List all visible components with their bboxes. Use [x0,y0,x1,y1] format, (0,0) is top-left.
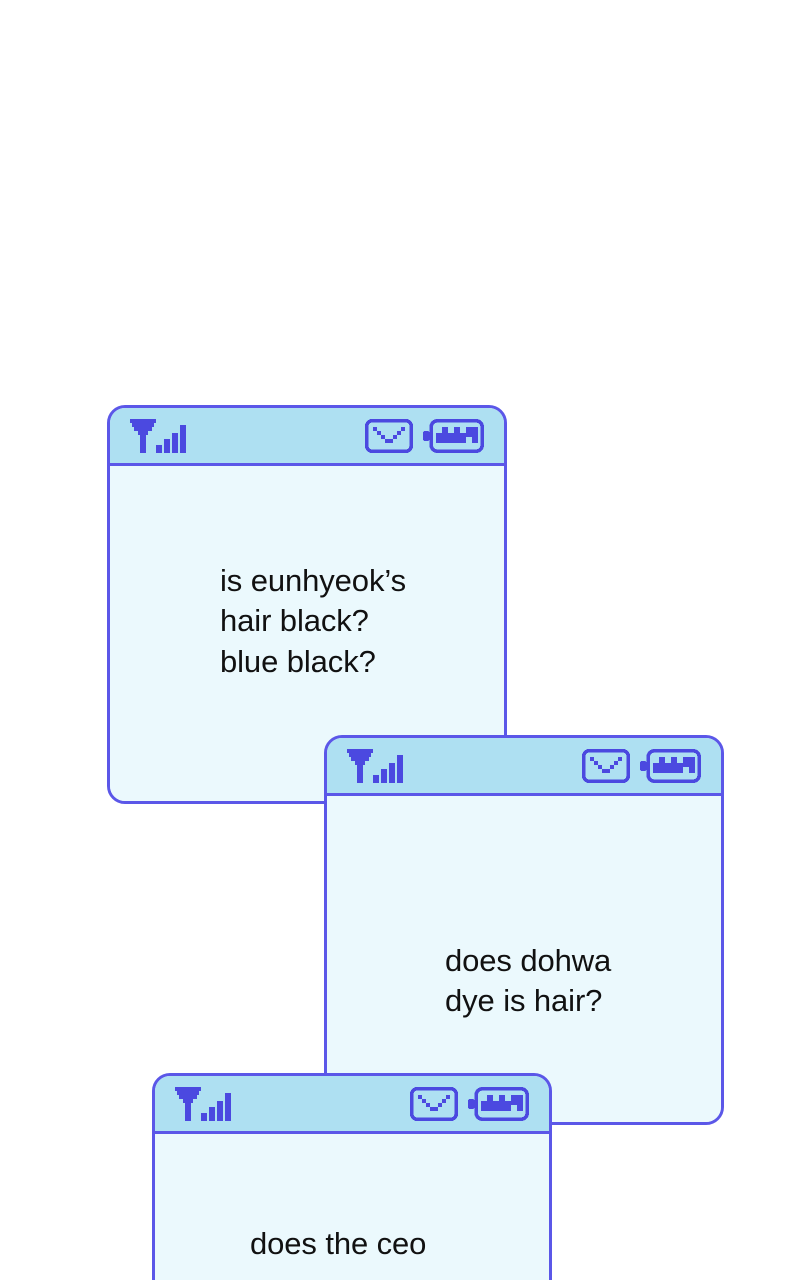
message-text: does the ceo [250,1226,427,1261]
signal-icon [130,418,186,453]
message-text: does dohwa dye is hair? [445,943,612,1019]
status-bar [110,408,504,466]
envelope-icon [365,418,413,453]
status-bar [155,1076,549,1134]
envelope-icon [582,748,630,783]
battery-icon [423,418,484,453]
message-screen: does the ceo [155,1134,549,1280]
battery-icon [640,748,701,783]
envelope-icon [410,1086,458,1121]
battery-icon [468,1086,529,1121]
message-window-1[interactable]: is eunhyeok’s hair black? blue black? [107,405,507,804]
message-screen: does dohwa dye is hair? [327,796,721,1122]
message-window-2[interactable]: does dohwa dye is hair? [324,735,724,1125]
message-window-3[interactable]: does the ceo [152,1073,552,1280]
status-bar [327,738,721,796]
status-bar-right [582,748,701,783]
status-bar-left [175,1086,241,1121]
status-bar-right [365,418,484,453]
message-text: is eunhyeok’s hair black? blue black? [220,563,406,679]
status-bar-right [410,1086,529,1121]
signal-icon [347,748,403,783]
signal-icon [175,1086,231,1121]
status-bar-left [347,748,413,783]
status-bar-left [130,418,196,453]
